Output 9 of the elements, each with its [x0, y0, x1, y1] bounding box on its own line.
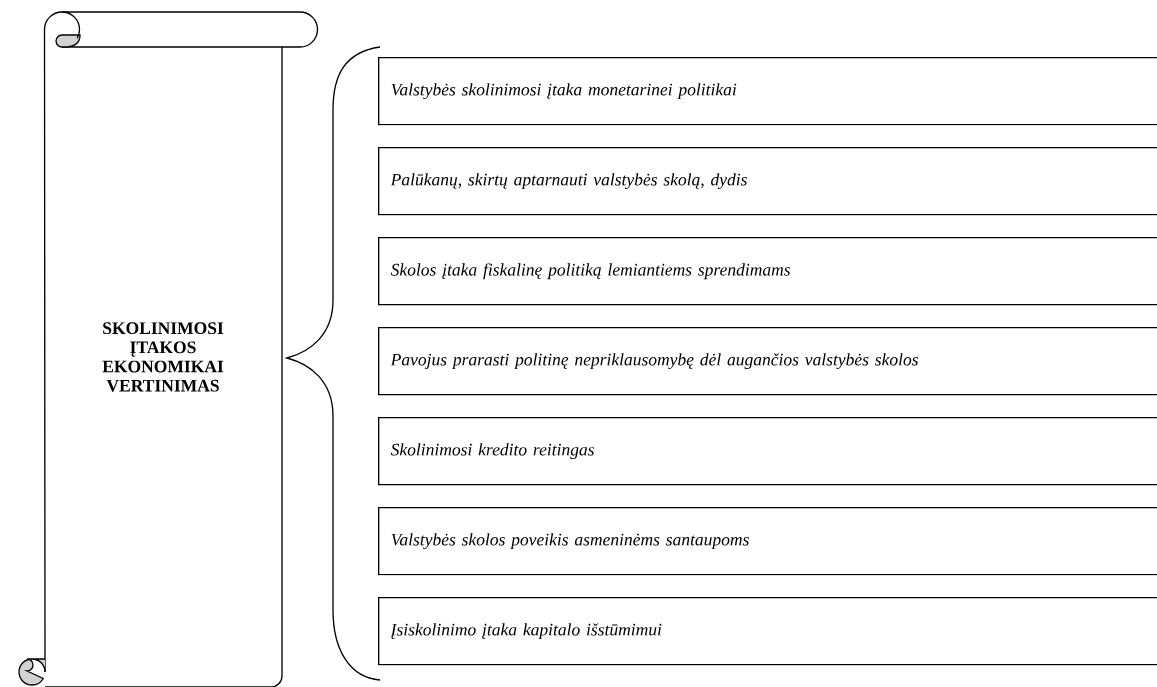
text-box: Valstybės skolos poveikis asmeninėms santaupoms: [378, 507, 1157, 576]
scroll-banner: SKOLINIMOSI ĮTAKOS EKONOMIKAI VERTINIMAS: [18, 11, 319, 687]
text-box: Skolinimosi kredito reitingas: [378, 417, 1157, 486]
text-box: Palūkanų, skirtų aptarnauti valstybės skolą, dydis: [378, 147, 1157, 216]
node-label: SKOLINIMOSI ĮTAKOS EKONOMIKAI VERTINIMAS: [102, 322, 224, 392]
text-box: Skolos įtaka fiskalinę politiką lemiantiems sprendimams: [378, 237, 1157, 306]
text-box: Pavojus prarasti politinę nepriklausomybę dėl augančios valstybės skolos: [378, 327, 1157, 396]
text-box: Valstybės skolinimosi įtaka monetarinei politikai: [378, 57, 1157, 126]
text-box: Įsiskolinimo įtaka kapitalo išstūmimui: [378, 597, 1157, 666]
